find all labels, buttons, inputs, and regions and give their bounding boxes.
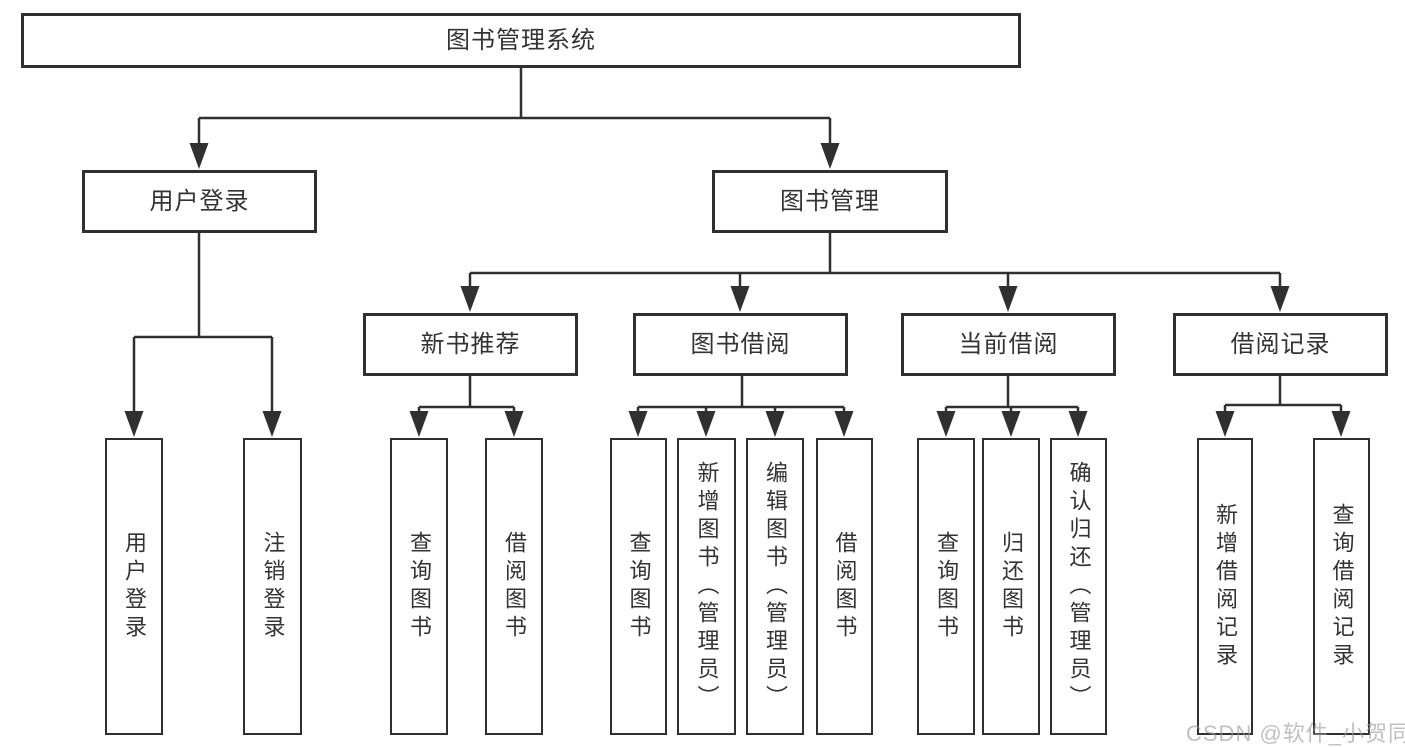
leaf-add-borrow-record: 新增借阅记录 bbox=[1197, 438, 1253, 735]
node-book-borrow: 图书借阅 bbox=[633, 313, 848, 376]
arrowheads bbox=[124, 143, 1351, 437]
leaf-search-borrow-record-label: 查询借阅记录 bbox=[1329, 502, 1355, 671]
leaf-search-borrow-record: 查询借阅记录 bbox=[1313, 438, 1370, 735]
leaf-recommend-search-books: 查询图书 bbox=[390, 438, 448, 735]
leaf-user-login: 用户登录 bbox=[105, 438, 163, 735]
node-library-system-label: 图书管理系统 bbox=[446, 26, 596, 54]
leaf-return-books-label: 归还图书 bbox=[999, 530, 1024, 643]
leaf-edit-books-admin: 编辑图书（管理员） bbox=[746, 438, 804, 735]
leaf-current-search-books: 查询图书 bbox=[917, 438, 975, 735]
csdn-watermark: CSDN @软件_小贺同学 bbox=[1186, 721, 1405, 746]
node-borrow-records-label: 借阅记录 bbox=[1230, 330, 1331, 358]
leaf-edit-books-admin-label: 编辑图书（管理员） bbox=[763, 460, 788, 713]
leaf-borrow-search-books: 查询图书 bbox=[610, 438, 667, 735]
leaf-borrow-books: 借阅图书 bbox=[816, 438, 873, 735]
node-current-borrow: 当前借阅 bbox=[901, 313, 1116, 376]
leaf-user-login-label: 用户登录 bbox=[122, 530, 147, 643]
leaf-add-books-admin: 新增图书（管理员） bbox=[677, 438, 736, 735]
leaf-recommend-borrow-books: 借阅图书 bbox=[485, 438, 543, 735]
leaf-add-borrow-record-label: 新增借阅记录 bbox=[1213, 502, 1238, 671]
node-new-book-recommend-label: 新书推荐 bbox=[420, 330, 521, 358]
leaf-logout-label: 注销登录 bbox=[260, 530, 286, 643]
node-book-borrow-label: 图书借阅 bbox=[690, 330, 791, 358]
node-book-management: 图书管理 bbox=[712, 170, 948, 233]
leaf-borrow-books-label: 借阅图书 bbox=[832, 530, 858, 643]
node-library-system: 图书管理系统 bbox=[21, 13, 1021, 68]
leaf-return-books: 归还图书 bbox=[982, 438, 1040, 735]
node-user-login-label: 用户登录 bbox=[149, 187, 250, 215]
leaf-current-search-books-label: 查询图书 bbox=[934, 530, 959, 643]
node-current-borrow-label: 当前借阅 bbox=[958, 330, 1059, 358]
leaf-logout: 注销登录 bbox=[243, 438, 302, 735]
node-borrow-records: 借阅记录 bbox=[1173, 313, 1388, 376]
leaf-recommend-borrow-books-label: 借阅图书 bbox=[502, 530, 527, 643]
leaf-borrow-search-books-label: 查询图书 bbox=[626, 530, 652, 643]
leaf-confirm-return-admin-label: 确认归还（管理员） bbox=[1066, 460, 1092, 713]
node-user-login: 用户登录 bbox=[82, 170, 317, 233]
leaf-recommend-search-books-label: 查询图书 bbox=[407, 530, 432, 643]
leaf-add-books-admin-label: 新增图书（管理员） bbox=[694, 460, 720, 713]
node-new-book-recommend: 新书推荐 bbox=[363, 313, 578, 376]
node-book-management-label: 图书管理 bbox=[780, 187, 880, 215]
leaf-confirm-return-admin: 确认归还（管理员） bbox=[1050, 438, 1107, 735]
